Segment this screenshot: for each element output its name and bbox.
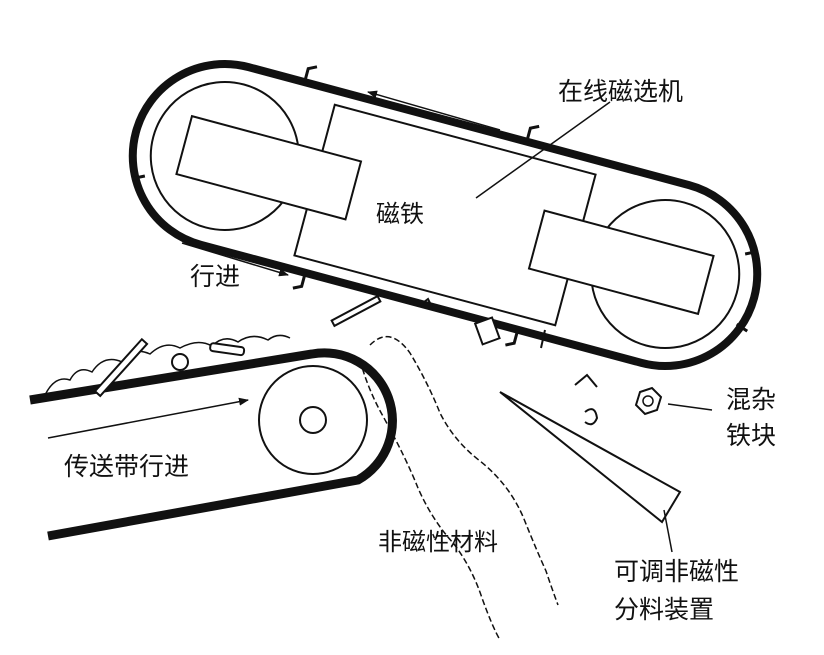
separator-leader-line — [475, 101, 611, 199]
label-magnet: 磁铁 — [376, 200, 424, 228]
label-separator: 在线磁选机 — [558, 77, 683, 106]
tramp-iron-nut — [634, 386, 663, 416]
label-tramp-iron-line1: 混杂 — [726, 385, 776, 414]
label-tramp-iron-line2: 铁块 — [726, 421, 776, 450]
nonmagnetic-stream — [359, 336, 559, 641]
magnetic-fragments — [419, 297, 599, 426]
conveyor-hub — [299, 406, 327, 434]
conveyor-belt — [29, 348, 397, 541]
label-nonmagnetic-material: 非磁性材料 — [378, 528, 498, 556]
adjustable-splitter — [499, 391, 682, 524]
label-splitter-line1: 可调非磁性 — [614, 557, 739, 586]
right-frame-bar — [527, 209, 715, 316]
scrap-on-belt — [93, 294, 501, 398]
separator-direction-arrow — [367, 90, 501, 131]
left-frame-bar — [175, 114, 363, 221]
belt-cleats — [131, 65, 759, 347]
label-splitter-line2: 分料装置 — [614, 595, 714, 624]
separator-unit — [128, 59, 762, 371]
conveyor — [29, 348, 397, 541]
label-travel: 行进 — [190, 262, 240, 291]
splitter-leader-line — [663, 509, 673, 553]
travel-arrow — [181, 242, 289, 277]
tramp-iron-leader-line — [667, 403, 713, 411]
label-belt-travel: 传送带行进 — [64, 452, 189, 481]
conveyor-direction-arrow — [47, 397, 249, 439]
material-on-belt — [44, 334, 291, 396]
